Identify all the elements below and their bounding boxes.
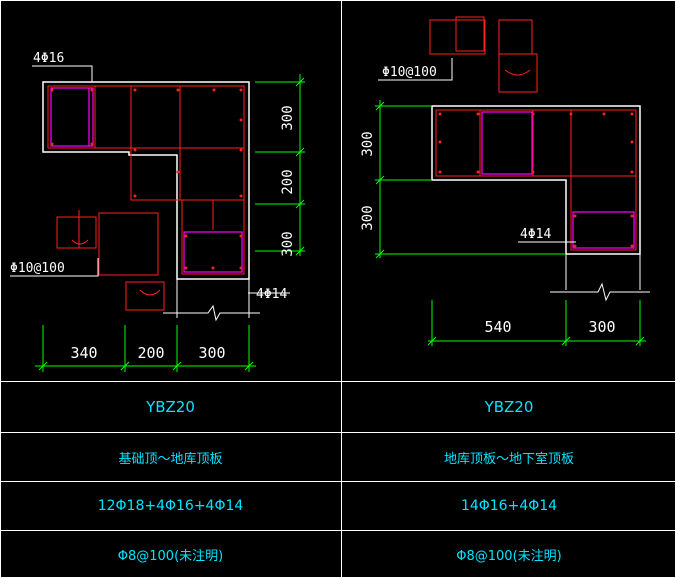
right-dim-vertical-1: 300 [360,131,376,156]
right-dim-horizontal-2: 300 [588,318,615,336]
left-range-cell: 基础顶～地库顶板 [118,451,223,467]
left-stirrup-cell: Φ8@100(未注明) [117,549,224,564]
right-stirrup-cell: Φ8@100(未注明) [456,549,562,564]
left-dimensions [35,74,305,372]
left-stirrup-label: Φ10@100 [10,261,65,276]
left-rebar-top-label: 4Φ16 [33,51,64,66]
right-rebar-dots [438,112,634,248]
left-rebar-cage [47,85,245,275]
left-concrete-outline [42,81,250,280]
left-rebar-bottom-label: 4Φ14 [256,287,287,302]
left-dim-vertical-1: 300 [280,105,296,130]
right-stirrup-label: Φ10@100 [382,65,437,80]
right-range-cell: 地库顶板～地下室顶板 [443,451,574,467]
left-id-cell: YBZ20 [146,398,195,416]
right-leaders [378,58,650,302]
left-ties [50,87,243,273]
right-rebar-label: 4Φ14 [520,227,551,242]
left-column-section: 4Φ16 Φ10@100 4Φ14 300 200 300 340 200 30… [10,51,305,372]
left-rebar-dots [50,88,243,270]
left-dim-horizontal-2: 200 [137,344,164,362]
right-dimensions [375,100,646,346]
right-stirrup-detail [429,16,538,93]
right-id-cell: YBZ20 [484,398,534,416]
right-dim-vertical-2: 300 [360,205,376,230]
right-ties [481,111,635,249]
right-dim-horizontal-1: 540 [484,318,511,336]
left-dim-horizontal-1: 340 [70,344,97,362]
left-dim-horizontal-3: 300 [198,344,225,362]
right-column-section: Φ10@100 4Φ14 300 300 540 300 [360,16,650,346]
left-stirrup-detail [56,210,165,311]
left-leaders [10,65,290,322]
left-longitudinal-cell: 12Φ18+4Φ16+4Φ14 [97,498,244,514]
right-longitudinal-cell: 14Φ16+4Φ14 [460,498,558,514]
right-rebar-cage [435,109,637,251]
left-dim-vertical-3: 300 [280,231,296,256]
left-dim-vertical-2: 200 [280,169,296,194]
